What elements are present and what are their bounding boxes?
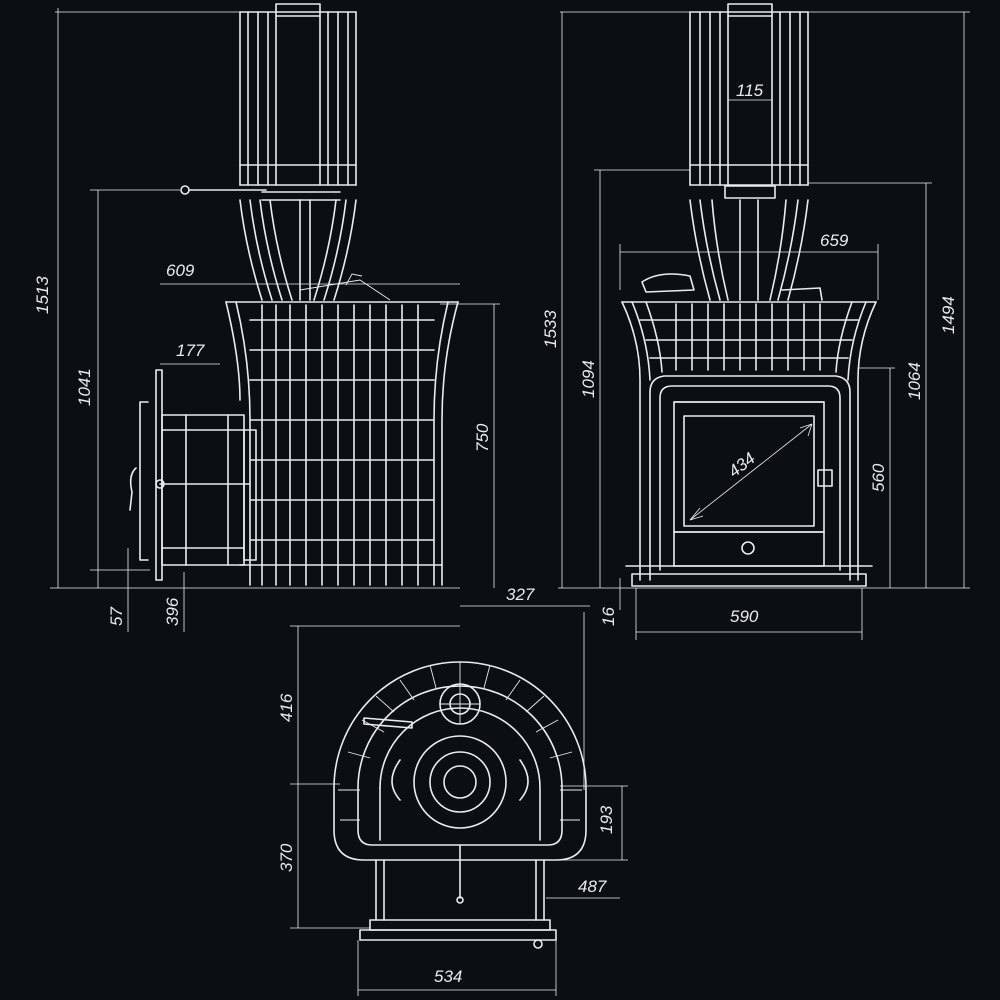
front-stone-cage bbox=[621, 301, 877, 587]
dim-434: 434 bbox=[725, 449, 759, 481]
dim-1494: 1494 bbox=[939, 296, 958, 334]
side-view bbox=[50, 3, 590, 632]
dim-16: 16 bbox=[599, 607, 618, 626]
dim-57: 57 bbox=[107, 607, 126, 626]
dim-659: 659 bbox=[820, 231, 849, 250]
side-firebox-tunnel bbox=[129, 369, 257, 581]
dim-327: 327 bbox=[506, 585, 535, 604]
dim-487: 487 bbox=[578, 877, 607, 896]
plan-tunnel bbox=[359, 859, 557, 949]
dim-750: 750 bbox=[473, 423, 492, 452]
plan-view bbox=[290, 612, 628, 996]
front-chimney bbox=[641, 3, 823, 301]
dim-1533: 1533 bbox=[541, 310, 560, 348]
dim-534: 534 bbox=[434, 967, 462, 986]
front-dimensions bbox=[558, 11, 970, 640]
dim-1094: 1094 bbox=[579, 360, 598, 398]
side-chimney bbox=[180, 3, 357, 301]
dim-396: 396 bbox=[163, 597, 182, 626]
dim-590: 590 bbox=[730, 607, 759, 626]
dim-609: 609 bbox=[166, 261, 195, 280]
dim-193: 193 bbox=[597, 805, 616, 834]
dim-1064: 1064 bbox=[905, 362, 924, 400]
dim-115: 115 bbox=[736, 81, 764, 100]
side-stone-cage bbox=[225, 273, 459, 586]
side-dimensions bbox=[50, 8, 590, 632]
front-view bbox=[558, 3, 970, 640]
plan-stone-ring bbox=[333, 661, 587, 861]
front-door bbox=[649, 375, 851, 581]
dim-560: 560 bbox=[869, 463, 888, 492]
dim-177: 177 bbox=[176, 341, 205, 360]
plan-dimensions bbox=[290, 612, 628, 996]
dim-1041: 1041 bbox=[75, 368, 94, 406]
dim-370: 370 bbox=[277, 843, 296, 872]
plan-heater-core bbox=[363, 683, 529, 904]
dim-416: 416 bbox=[277, 693, 296, 722]
dimension-labels: 1513 1041 609 177 750 57 396 327 115 659… bbox=[33, 81, 958, 986]
dim-1513: 1513 bbox=[33, 276, 52, 314]
